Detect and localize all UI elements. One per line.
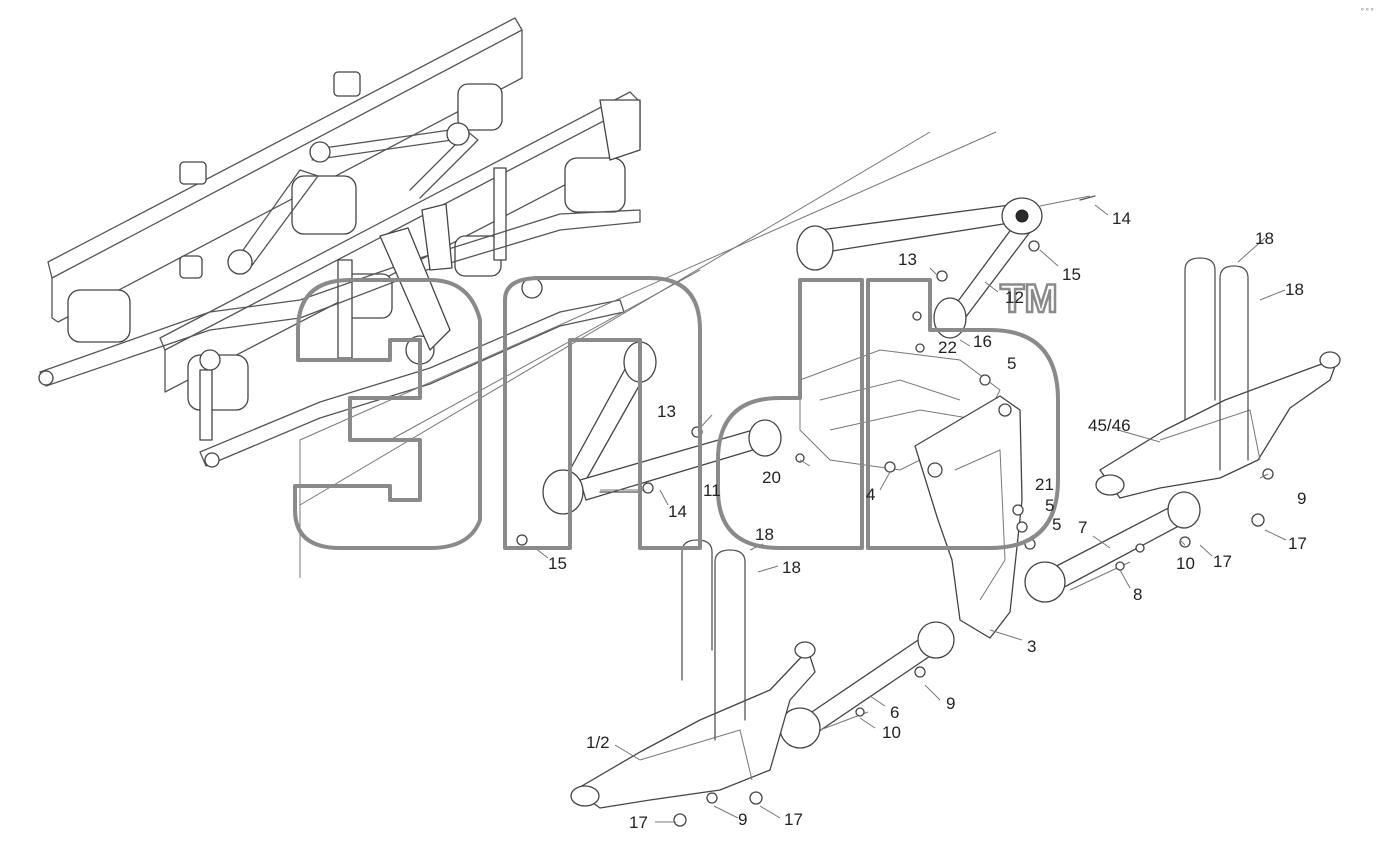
callout-11: 11 [703,481,721,500]
axle-seat-lower [570,641,816,809]
callout-18: 18 [1255,229,1274,248]
callout-13: 13 [898,250,917,269]
v-torque-rod-upper [796,195,1091,339]
callout-22: 22 [938,338,957,357]
callout-18: 18 [755,525,774,544]
callout-17: 17 [1288,534,1307,553]
callout-3: 3 [1027,637,1036,656]
callout-16: 16 [973,332,992,351]
callout-5: 5 [1045,496,1054,515]
corner-mark: °°° [1360,7,1374,16]
callout-1-2: 1/2 [586,733,610,752]
callout-15: 15 [548,554,567,573]
callout-12: 12 [1005,288,1024,307]
torque-rod-lower [779,621,955,749]
callout-5: 5 [1052,515,1061,534]
v-torque-rod-lower [542,341,782,515]
callout-9: 9 [1297,489,1306,508]
callout-14: 14 [1112,209,1131,228]
leader-lines [534,204,1287,823]
callout-15: 15 [1062,265,1081,284]
callout-13: 13 [657,402,676,421]
callout-20: 20 [762,468,781,487]
callout-10: 10 [882,723,901,742]
callout-21: 21 [1035,475,1054,494]
assembly-overview [38,17,997,578]
watermark: TM [293,276,1060,550]
callout-18: 18 [1285,280,1304,299]
hanger-bracket [914,395,1023,639]
callout-4: 4 [866,485,875,504]
callout-9: 9 [738,810,747,829]
callout-17: 17 [1213,552,1232,571]
callout-14: 14 [668,502,687,521]
callout-6: 6 [890,703,899,722]
callout-17: 17 [629,813,648,832]
axle-seat-right [1095,351,1341,499]
watermark-tm: TM [1000,277,1058,321]
callout-18: 18 [782,558,801,577]
callout-45-46: 45/46 [1088,416,1131,435]
callout-8: 8 [1133,585,1142,604]
callout-9: 9 [946,694,955,713]
hardware [516,195,1274,827]
callouts: 14 18 18 13 15 12 22 16 5 13 45/46 20 4 … [548,209,1307,832]
callout-5: 5 [1007,354,1016,373]
torque-rod-right [1024,491,1201,603]
callout-17: 17 [784,810,803,829]
callout-10: 10 [1176,554,1195,573]
u-bolts [681,257,1249,741]
callout-7: 7 [1078,518,1087,537]
